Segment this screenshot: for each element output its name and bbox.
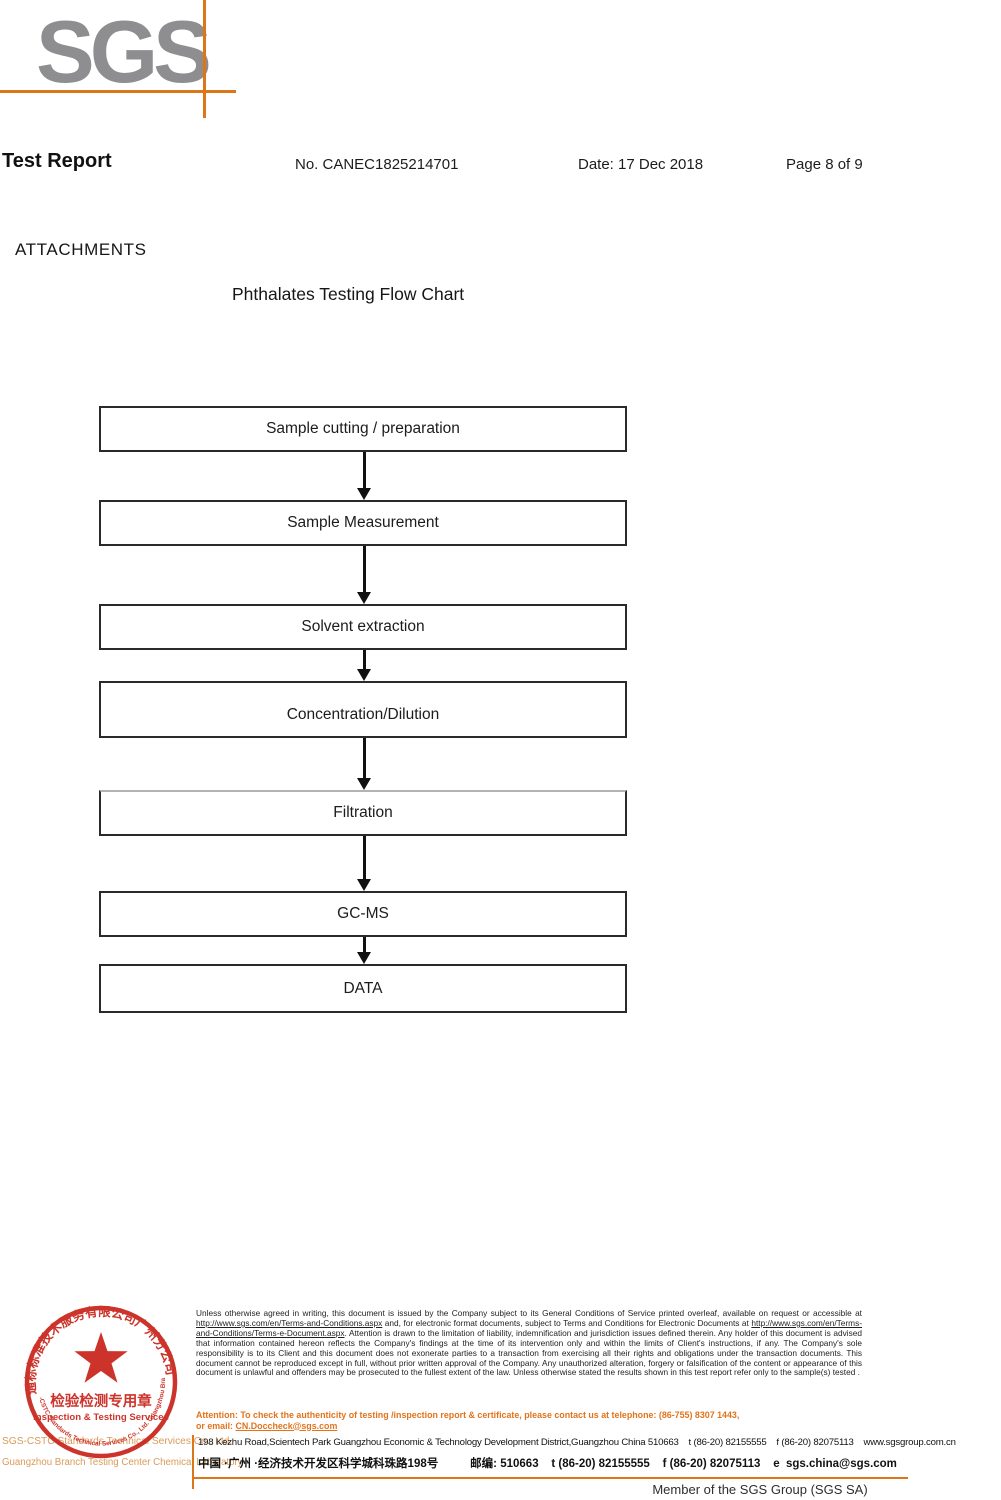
report-number: No. CANEC1825214701: [295, 156, 459, 173]
body-text: Unless otherwise agreed in writing, this…: [196, 1308, 862, 1318]
address-chinese: 中国 ·广州 ·经济技术开发区科学城科珠路198号 邮编: 510663 t (…: [198, 1458, 897, 1470]
logo-vertical-rule: [203, 0, 206, 118]
inspection-stamp-seal: 通标标准技术服务有限公司广州分公司 SGS-CSTC Standards Tec…: [10, 1300, 178, 1460]
flow-arrow-down: [356, 937, 373, 964]
body-text: Attention: To check the authenticity of …: [196, 1410, 740, 1431]
flow-step-solvent-extraction: Solvent extraction: [99, 604, 627, 650]
stamp-ring-top-text: 通标标准技术服务有限公司广州分公司: [13, 1300, 178, 1396]
flow-arrow-down: [356, 546, 373, 604]
page-indicator: Page 8 of 9: [786, 156, 863, 173]
company-lab-line: Guangzhou Branch Testing Center Chemical…: [2, 1457, 243, 1468]
flow-arrow-down: [356, 738, 373, 790]
logo-horizontal-rule: [0, 90, 236, 93]
link-text: http://www.sgs.com/en/Terms-and-Conditio…: [196, 1317, 383, 1328]
flow-step-sample-measurement: Sample Measurement: [99, 500, 627, 546]
report-date: Date: 17 Dec 2018: [578, 156, 704, 173]
stamp-center-chinese: 检验检测专用章: [50, 1392, 152, 1410]
flow-step-sample-cutting: Sample cutting / preparation: [99, 406, 627, 452]
sgs-member-line: Member of the SGS Group (SGS SA): [652, 1482, 868, 1497]
flow-arrow-down: [356, 650, 373, 681]
address-left-rule: [192, 1435, 194, 1489]
flowchart-title: Phthalates Testing Flow Chart: [232, 284, 465, 304]
flow-step-data: DATA: [99, 964, 627, 1013]
flow-step-gcms: GC-MS: [99, 891, 627, 937]
stamp-star-icon: [74, 1332, 128, 1383]
body-text: . Attention is drawn to the limitation o…: [196, 1327, 862, 1378]
link-text: CN.Doccheck@sgs.com: [235, 1420, 338, 1431]
sgs-logo: SGS: [36, 2, 212, 101]
company-name-line: SGS-CSTC Standards Technical Services Co…: [2, 1436, 233, 1447]
attachments-heading: ATTACHMENTS: [15, 240, 147, 259]
link-text: http://www.sgs.com/en/Terms-and-Conditio…: [196, 1317, 862, 1338]
svg-text:通标标准技术服务有限公司广州分公司: 通标标准技术服务有限公司广州分公司: [13, 1300, 178, 1396]
legal-disclaimer: Unless otherwise agreed in writing, this…: [196, 1308, 862, 1378]
address-english: 198 Kezhu Road,Scientech Park Guangzhou …: [198, 1437, 956, 1448]
flow-arrow-down: [356, 836, 373, 891]
flow-step-filtration: Filtration: [99, 790, 627, 836]
flow-step-concentration-dilution: Concentration/Dilution: [99, 681, 627, 738]
stamp-center-english: Inspection & Testing Services: [33, 1412, 169, 1423]
footer-separator-rule: [192, 1477, 908, 1479]
flow-arrow-down: [356, 452, 373, 500]
attention-notice: Attention: To check the authenticity of …: [196, 1410, 886, 1431]
body-text: and, for electronic format documents, su…: [382, 1317, 752, 1328]
report-title: Test Report: [2, 150, 112, 172]
